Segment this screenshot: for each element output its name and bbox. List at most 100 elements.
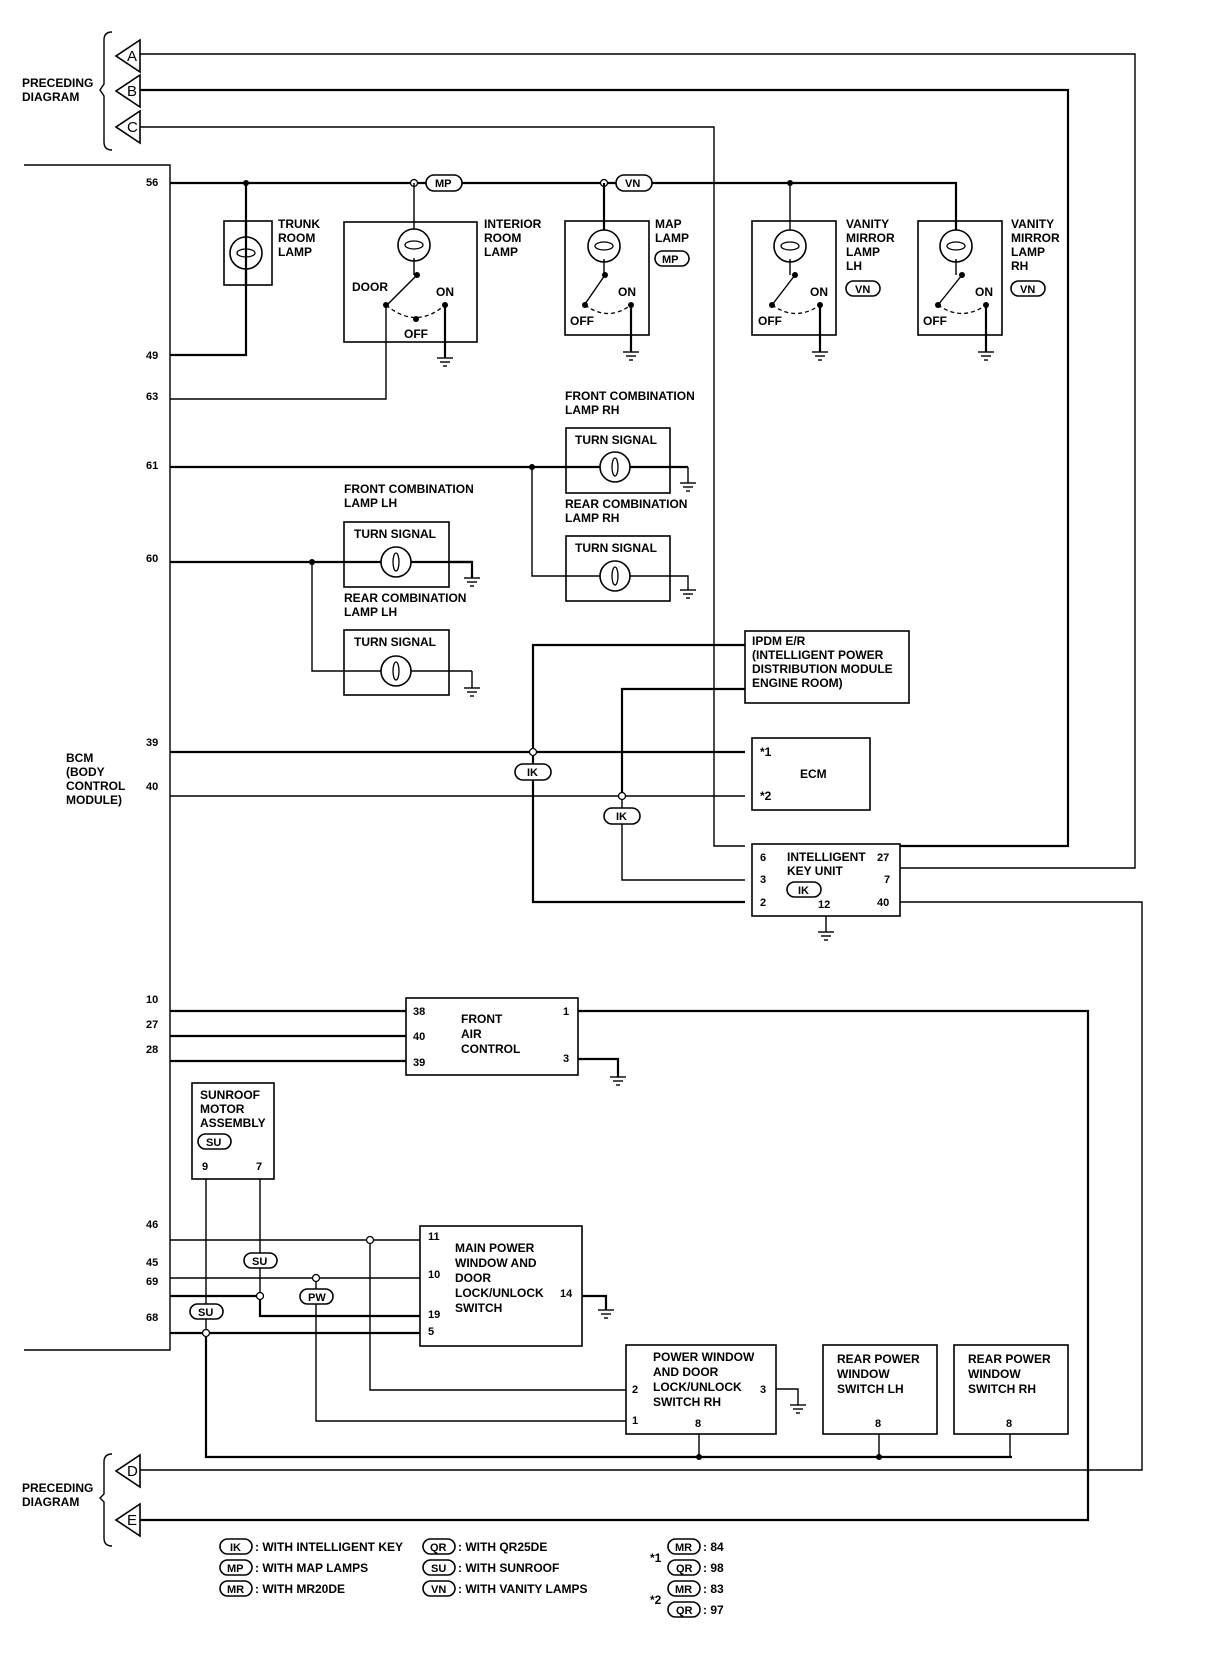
svg-text:ON: ON: [810, 285, 828, 299]
svg-text:MP: MP: [435, 178, 452, 190]
svg-text:WINDOW: WINDOW: [837, 1367, 890, 1381]
svg-text:SUNROOF: SUNROOF: [200, 1088, 260, 1102]
svg-text:CONTROL: CONTROL: [66, 779, 125, 793]
intelligent-key-unit: 6 3 2 INTELLIGENT KEY UNIT IK 27 7 40 12: [751, 843, 901, 941]
vanity-mirror-lamp-lh: ON OFF VANITY MIRROR LAMP LH VN: [751, 183, 895, 361]
svg-text:10: 10: [428, 1269, 440, 1281]
bcm-pin: 69: [146, 1276, 158, 1288]
svg-text:QR: QR: [676, 1605, 693, 1617]
bcm-pin: 46: [146, 1219, 158, 1231]
trunk-room-lamp: TRUNK ROOM LAMP: [170, 183, 320, 357]
bcm-pin: 27: [146, 1019, 158, 1031]
svg-text:ASSEMBLY: ASSEMBLY: [200, 1116, 266, 1130]
svg-text:C: C: [127, 119, 138, 136]
svg-text:MIRROR: MIRROR: [1011, 231, 1060, 245]
connector-a[interactable]: A: [114, 38, 141, 74]
bcm-pin: 45: [146, 1257, 158, 1269]
svg-text:SU: SU: [252, 1256, 267, 1268]
svg-text:IK: IK: [616, 811, 627, 823]
svg-text:REAR COMBINATION: REAR COMBINATION: [344, 591, 466, 605]
ground-icon: [437, 357, 453, 367]
svg-text:TURN SIGNAL: TURN SIGNAL: [354, 635, 436, 649]
svg-text:AIR: AIR: [461, 1027, 482, 1041]
svg-text:OFF: OFF: [758, 314, 782, 328]
svg-text:3: 3: [760, 874, 766, 886]
front-air-control: 38 40 39 FRONT AIR CONTROL 1 3: [405, 997, 626, 1086]
connector-c[interactable]: C: [114, 109, 141, 145]
bcm-pin: 56: [146, 177, 158, 189]
svg-text:1: 1: [563, 1006, 569, 1018]
svg-text:*2: *2: [650, 1593, 662, 1607]
ground-icon: [623, 351, 639, 361]
interior-room-lamp: DOOR ON OFF INTERIOR ROOM LAMP: [170, 183, 542, 400]
ground-icon: [812, 351, 828, 361]
connector-e[interactable]: E: [114, 1502, 141, 1538]
legend-item: MP : WITH MAP LAMPS: [219, 1559, 368, 1576]
svg-text:: WITH MR20DE: : WITH MR20DE: [255, 1582, 345, 1596]
svg-text:OFF: OFF: [404, 327, 428, 341]
svg-text:AND DOOR: AND DOOR: [653, 1365, 719, 1379]
svg-text:LAMP: LAMP: [655, 231, 689, 245]
svg-text:VN: VN: [625, 178, 640, 190]
svg-text:SU: SU: [198, 1307, 213, 1319]
legend-note-1: *1 MR : 84 QR : 98: [650, 1538, 724, 1576]
connector-b[interactable]: B: [114, 73, 141, 109]
svg-text:: WITH SUNROOF: : WITH SUNROOF: [458, 1561, 559, 1575]
legend-item: QR : WITH QR25DE: [422, 1538, 547, 1555]
svg-text:REAR POWER: REAR POWER: [837, 1352, 920, 1366]
bcm-pin: 40: [146, 781, 158, 793]
ground-icon: [818, 931, 834, 941]
svg-text:39: 39: [413, 1057, 425, 1069]
connector-d[interactable]: D: [114, 1453, 141, 1489]
map-lamp: ON OFF MAP LAMP MP: [564, 183, 690, 361]
ipdm-er: IPDM E/R (INTELLIGENT POWER DISTRIBUTION…: [744, 630, 910, 704]
bcm-pin: 68: [146, 1312, 158, 1324]
svg-text:QR: QR: [676, 1563, 693, 1575]
svg-text:LOCK/UNLOCK: LOCK/UNLOCK: [653, 1380, 742, 1394]
svg-text:FRONT: FRONT: [461, 1012, 503, 1026]
ground-icon: [598, 1309, 614, 1319]
svg-text:MR: MR: [227, 1584, 244, 1596]
rear-combination-lamp-lh: REAR COMBINATION LAMP LH TURN SIGNAL: [343, 591, 480, 697]
svg-text:LAMP: LAMP: [846, 245, 880, 259]
vanity-mirror-lamp-rh: ON OFF VANITY MIRROR LAMP RH VN: [917, 217, 1060, 361]
svg-text:: WITH VANITY LAMPS: : WITH VANITY LAMPS: [458, 1582, 588, 1596]
connector-arrow-icon: [114, 38, 141, 74]
svg-text:8: 8: [875, 1418, 881, 1430]
svg-text:SWITCH LH: SWITCH LH: [837, 1382, 904, 1396]
svg-text:40: 40: [413, 1031, 425, 1043]
wire-d: [140, 901, 1143, 1471]
ground-icon: [680, 589, 696, 599]
switch-icon: [386, 274, 418, 306]
svg-text:MP: MP: [227, 1563, 244, 1575]
svg-text:ENGINE ROOM): ENGINE ROOM): [752, 676, 843, 690]
svg-text:TURN SIGNAL: TURN SIGNAL: [575, 541, 657, 555]
svg-text:WINDOW AND: WINDOW AND: [455, 1256, 537, 1270]
bcm: BCM (BODY CONTROL MODULE) 56 49 63 61 60…: [24, 164, 171, 1351]
svg-text:SWITCH RH: SWITCH RH: [653, 1395, 721, 1409]
svg-text:D: D: [127, 1463, 138, 1480]
svg-text:LH: LH: [846, 259, 862, 273]
svg-text:ON: ON: [975, 285, 993, 299]
svg-text:IK: IK: [230, 1542, 241, 1554]
svg-text:40: 40: [877, 897, 889, 909]
svg-text:TRUNK: TRUNK: [278, 217, 320, 231]
svg-text:: 83: : 83: [703, 1582, 724, 1596]
svg-text:LAMP RH: LAMP RH: [565, 403, 619, 417]
legend-item: IK : WITH INTELLIGENT KEY: [219, 1538, 403, 1555]
svg-text:7: 7: [256, 1161, 262, 1173]
svg-text:MP: MP: [662, 254, 679, 266]
bcm-pin: 39: [146, 737, 158, 749]
svg-text:5: 5: [428, 1326, 434, 1338]
wire-b: [140, 88, 1070, 848]
wire-c: [140, 126, 745, 847]
tag-mp: MP: [425, 174, 463, 192]
ground-icon: [464, 687, 480, 697]
svg-text:3: 3: [760, 1384, 766, 1396]
wire-ipdm-2: [620, 687, 745, 792]
svg-text:MOTOR: MOTOR: [200, 1102, 245, 1116]
svg-text:9: 9: [202, 1161, 208, 1173]
svg-text:: 84: : 84: [703, 1540, 724, 1554]
brace-top: [99, 31, 113, 151]
svg-text:INTELLIGENT: INTELLIGENT: [787, 850, 866, 864]
